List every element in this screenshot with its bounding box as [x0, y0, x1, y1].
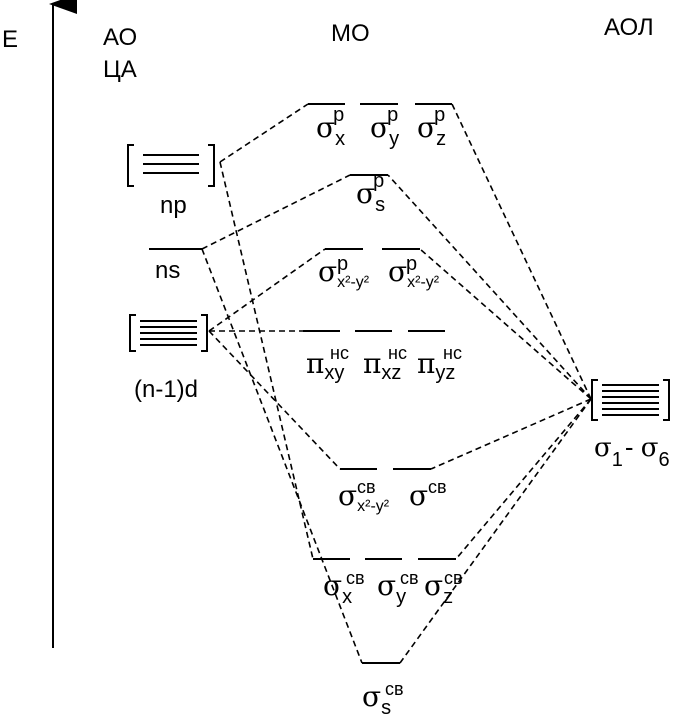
svg-text:πyz: πyz: [417, 347, 455, 384]
svg-text:нс: нс: [330, 343, 349, 363]
np-level-group: [127, 144, 215, 187]
label-sigma-s-antibonding: σsp: [356, 170, 385, 216]
np-bracket-right: [208, 144, 215, 187]
svg-text:σxp: σxp: [316, 104, 345, 150]
ligand-level-group: [591, 379, 670, 421]
svg-text:σz: σz: [424, 569, 453, 608]
nd-level-group: [129, 314, 208, 352]
header-ao-line2: ЦА: [103, 56, 137, 83]
svg-text:σy: σy: [377, 569, 406, 608]
header-ao-line1: АО: [103, 24, 137, 51]
energy-axis-label: E: [2, 26, 18, 53]
header-aol: АОЛ: [604, 14, 654, 41]
svg-text:σzp: σzp: [417, 104, 446, 150]
label-pi-nonbonding: πxy нс πxz нс πyz нс: [306, 343, 462, 384]
label-sigma-p-antibonding: σxp σyp σzp: [316, 104, 446, 150]
svg-text:σ: σ: [409, 479, 428, 512]
header-mo: МО: [331, 20, 370, 47]
svg-text:σs: σs: [362, 680, 391, 719]
label-sigma-p-bonding: σx св σy св σz св: [323, 568, 463, 608]
svg-text:σx²-y²: σx²-y²: [388, 255, 440, 291]
correlation-lines: [201, 103, 592, 664]
label-sigma-d-bonding: σx²-y² св σ св: [338, 477, 447, 515]
svg-text:св: св: [346, 568, 365, 588]
svg-text:св: св: [400, 568, 419, 588]
ns-label: ns: [155, 257, 180, 284]
svg-text:σx²-y²: σx²-y²: [338, 479, 390, 515]
svg-text:нс: нс: [388, 343, 407, 363]
svg-text:св: св: [444, 568, 463, 588]
svg-text:св: св: [428, 477, 447, 497]
svg-text:p: p: [406, 253, 417, 275]
mo-level-lines: [303, 103, 456, 664]
label-sigma-s-bonding: σs св: [362, 679, 404, 719]
svg-text:нс: нс: [443, 343, 462, 363]
np-bracket-left: [127, 144, 134, 187]
svg-text:св: св: [357, 477, 376, 497]
np-label: np: [160, 192, 187, 219]
svg-text:σx²-y²: σx²-y²: [318, 255, 370, 291]
nd-label: (n-1)d: [134, 376, 198, 403]
svg-text:св: св: [385, 679, 404, 699]
ligand-label: σ1- σ6: [594, 432, 670, 471]
svg-text:σyp: σyp: [370, 104, 399, 150]
svg-text:p: p: [337, 253, 348, 275]
svg-text:πxy: πxy: [306, 347, 344, 384]
svg-text:σx: σx: [323, 569, 352, 608]
svg-text:πxz: πxz: [363, 347, 401, 384]
label-sigma-d-antibonding: σx²-y² p σx²-y² p: [318, 253, 440, 291]
